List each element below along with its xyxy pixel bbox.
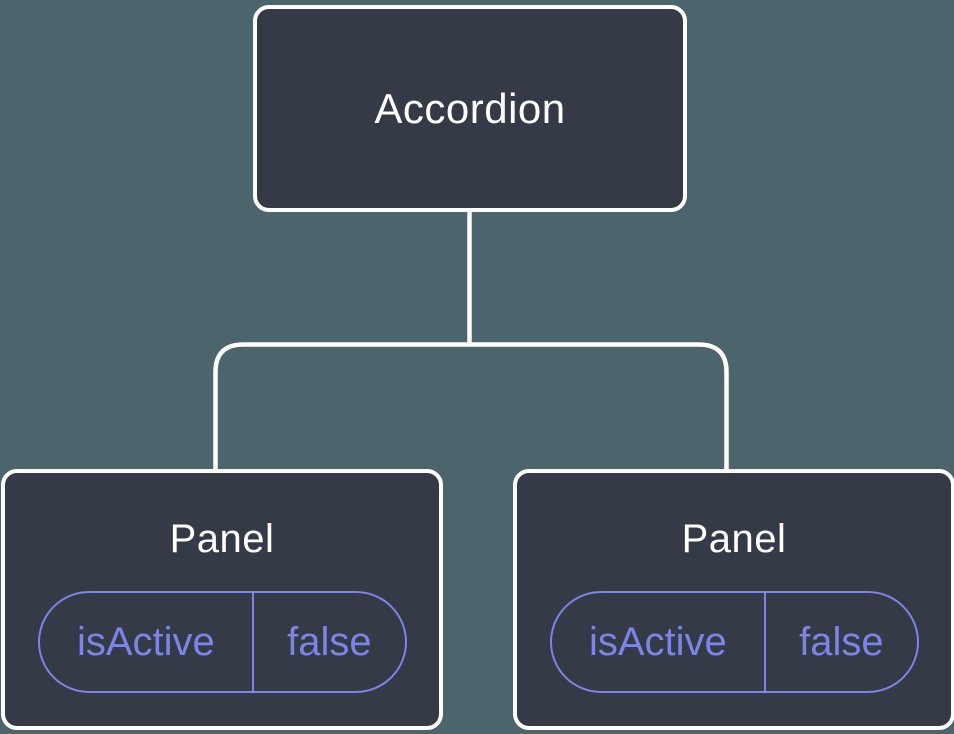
panel-node-left: Panel isActive false <box>1 469 443 730</box>
state-pill: isActive false <box>37 591 407 693</box>
state-pill: isActive false <box>549 591 919 693</box>
panel-node-label: Panel <box>169 517 275 561</box>
state-value: false <box>799 619 884 664</box>
root-node: Accordion <box>253 5 687 212</box>
edge-branch <box>213 342 729 471</box>
root-node-label: Accordion <box>374 84 566 132</box>
state-name: isActive <box>552 593 767 691</box>
state-name: isActive <box>40 593 255 691</box>
panel-node-label: Panel <box>681 517 787 561</box>
state-value: false <box>287 619 372 664</box>
panel-node-right: Panel isActive false <box>513 469 954 730</box>
